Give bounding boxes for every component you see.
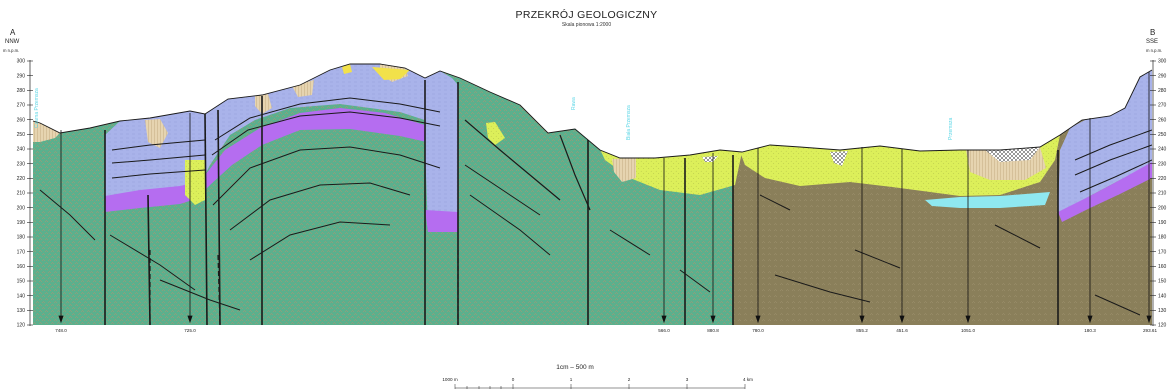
borehole: [755, 148, 761, 324]
axis-tick-label: 120: [17, 323, 26, 329]
axis-tick-label: 160: [17, 264, 26, 270]
section-title: PRZEKRÓJ GEOLOGICZNY: [515, 9, 658, 21]
axis-tick-label: 280: [17, 88, 26, 94]
borehole: [899, 149, 905, 324]
axis-tick-label: 250: [1158, 132, 1167, 138]
borehole: [187, 113, 193, 324]
axis-unit-right: m n.p.m.: [1146, 48, 1162, 53]
borehole-label: 1051.0: [961, 328, 975, 333]
right-elevation-axis: B SSE m n.p.m. 300 290 280 270 260 250 240 230 2…: [1146, 28, 1167, 329]
axis-tick-label: 130: [1158, 308, 1167, 314]
axis-tick-label: 180: [1158, 235, 1167, 241]
axis-tick-label: 290: [17, 73, 26, 79]
axis-tick-label: 270: [17, 103, 26, 109]
end-letter-right: B: [1150, 28, 1155, 37]
axis-tick-label: 280: [1158, 88, 1167, 94]
direction-left: NNW: [5, 39, 20, 45]
axis-tick-label: 290: [1158, 73, 1167, 79]
scale-tick-label: 2: [628, 377, 631, 382]
scale-tick-label: 4 km: [743, 377, 753, 382]
borehole-label: 293.61: [1143, 328, 1157, 333]
axis-tick-label: 240: [17, 147, 26, 153]
axis-tick-label: 250: [17, 132, 26, 138]
axis-tick-label: 190: [1158, 220, 1167, 226]
borehole-label: 780.0: [752, 328, 764, 333]
axis-unit-left: m n.p.m.: [3, 48, 19, 53]
borehole: [965, 150, 971, 324]
section-body: [33, 64, 1152, 325]
borehole-label: 725.0: [184, 328, 196, 333]
river-label: Biała Przemsza: [626, 105, 632, 140]
axis-tick-label: 140: [1158, 293, 1167, 299]
axis-tick-label: 210: [1158, 191, 1167, 197]
axis-tick-label: 170: [17, 249, 26, 255]
bedding-lines: [39, 97, 1152, 316]
axis-tick-label: 300: [17, 59, 26, 65]
river-label: Przemsza: [948, 118, 954, 140]
scale-tick-label: 0: [512, 377, 515, 382]
borehole: [859, 147, 865, 324]
axis-tick-label: 140: [17, 293, 26, 299]
axis-tick-label: 170: [1158, 249, 1167, 255]
axis-tick-label: 190: [17, 220, 26, 226]
ground-surface: [32, 63, 1153, 159]
borehole-label: 748.0: [55, 328, 67, 333]
axis-tick-label: 160: [1158, 264, 1167, 270]
scale-tick-label: 1000 m: [442, 377, 457, 382]
borehole: [1146, 72, 1152, 324]
end-letter-left: A: [10, 28, 16, 37]
axis-tick-label: 210: [17, 191, 26, 197]
borehole-label: 880.8: [707, 328, 719, 333]
axis-tick-label: 260: [1158, 117, 1167, 123]
borehole-label: 855.2: [856, 328, 868, 333]
borehole: [1087, 118, 1093, 324]
axis-tick-label: 150: [1158, 279, 1167, 285]
scale-tick-label: 1: [570, 377, 573, 382]
borehole-label: 451.6: [896, 328, 908, 333]
borehole: [661, 158, 667, 324]
axis-tick-label: 200: [17, 205, 26, 211]
axis-tick-label: 300: [1158, 59, 1167, 65]
boreholes: [58, 72, 1152, 324]
borehole: [710, 153, 716, 324]
scale-bar-label: 1cm – 500 m: [556, 364, 594, 371]
axis-tick-label: 230: [1158, 161, 1167, 167]
axis-tick-label: 220: [1158, 176, 1167, 182]
scale-tick-label: 3: [686, 377, 689, 382]
borehole: [58, 130, 64, 324]
axis-tick-label: 180: [17, 235, 26, 241]
axis-tick-label: 150: [17, 279, 26, 285]
axis-tick-label: 260: [17, 117, 26, 123]
direction-right: SSE: [1146, 39, 1158, 45]
river-label: Czarna Przemsza: [34, 88, 40, 128]
borehole-label: 566.0: [658, 328, 670, 333]
axis-tick-label: 230: [17, 161, 26, 167]
axis-tick-label: 120: [1158, 323, 1167, 329]
river-label: Rawa: [571, 97, 577, 110]
section-subtitle: Skala pionowa 1:2000: [561, 22, 612, 28]
axis-tick-label: 270: [1158, 103, 1167, 109]
axis-tick-label: 200: [1158, 205, 1167, 211]
axis-tick-label: 240: [1158, 147, 1167, 153]
axis-tick-label: 130: [17, 308, 26, 314]
scale-bar: 1cm – 500 m 1000 m 0 1 2 3 4 km: [442, 364, 753, 389]
borehole-label: 180.3: [1084, 328, 1096, 333]
left-elevation-axis: A NNW m n.p.m. 300 290 280 270 260 250 240 230 2…: [3, 28, 33, 329]
axis-tick-label: 220: [17, 176, 26, 182]
